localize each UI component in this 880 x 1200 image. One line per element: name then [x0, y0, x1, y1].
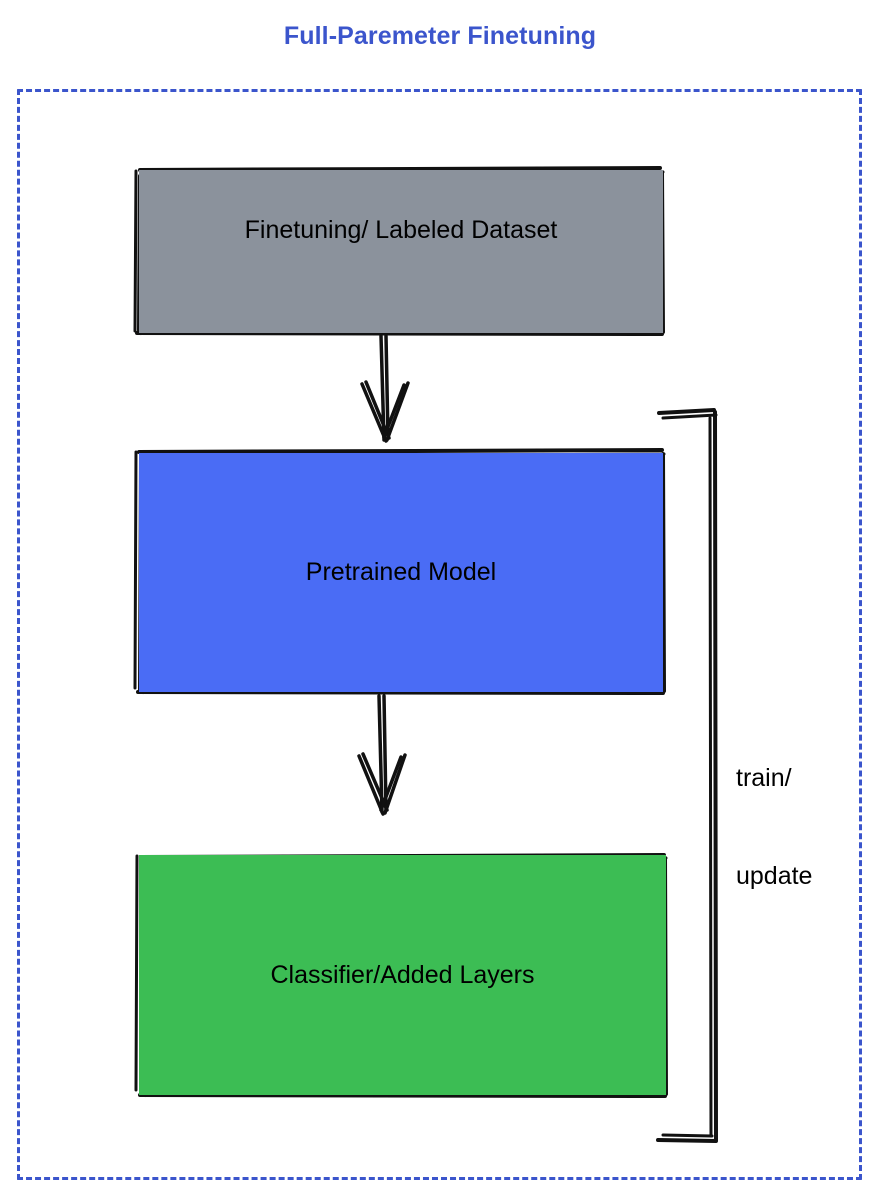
node-finetuning-labeled-dataset[interactable]: Finetuning/ Labeled Dataset [139, 170, 663, 333]
node-label-classifier: Classifier/Added Layers [270, 960, 535, 989]
node-label-dataset: Finetuning/ Labeled Dataset [244, 216, 558, 244]
node-label-pretrained: Pretrained Model [305, 558, 497, 587]
node-pretrained-model[interactable]: Pretrained Model [139, 453, 663, 692]
page-title: Full-Paremeter Finetuning [283, 22, 597, 50]
edge-label-train-update-line2: update [736, 861, 813, 890]
diagram-boundary-frame [17, 89, 862, 1180]
edge-label-train-update: train/ update [736, 697, 812, 957]
node-classifier-added-layers[interactable]: Classifier/Added Layers [139, 855, 666, 1095]
edge-label-train-update-line1: train/ [736, 764, 792, 792]
